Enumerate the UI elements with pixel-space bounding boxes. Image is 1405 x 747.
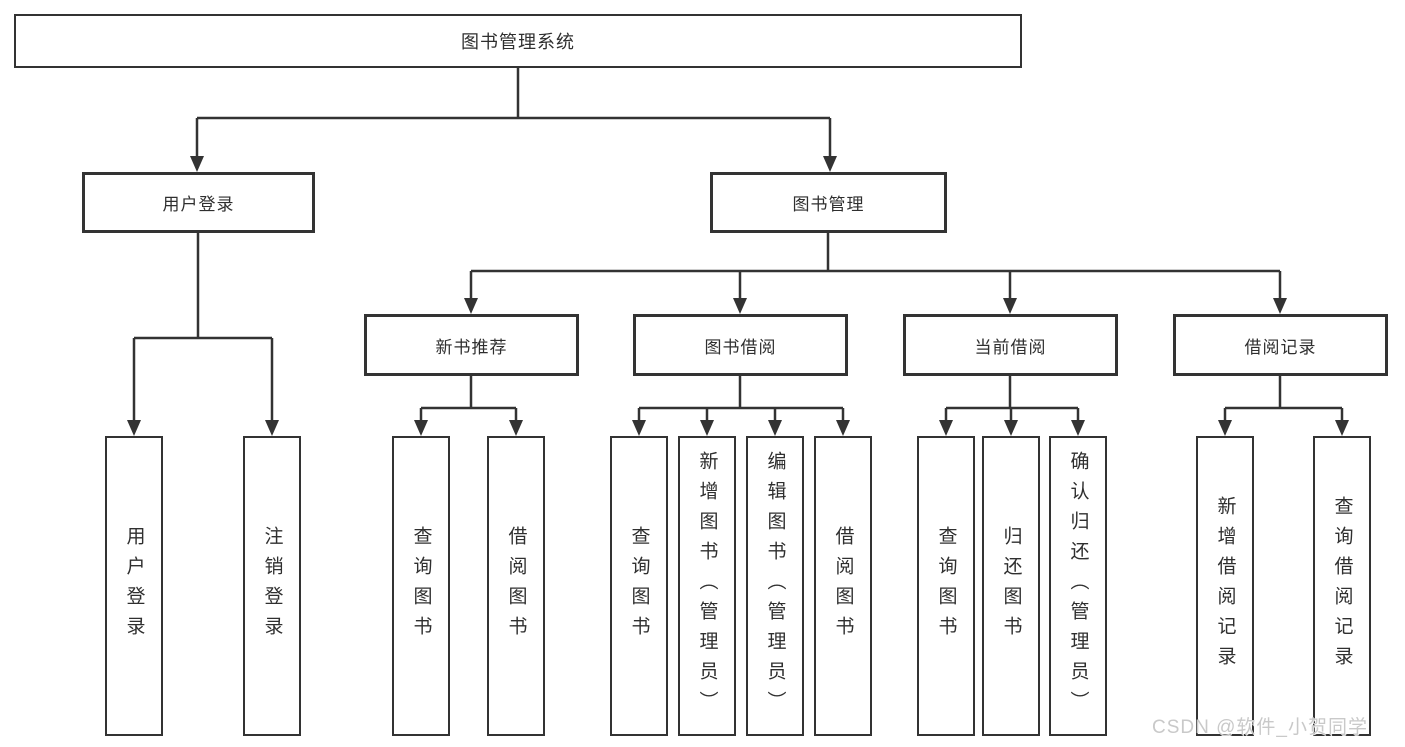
arrow-down-icon bbox=[768, 420, 782, 436]
arrow-down-icon bbox=[414, 420, 428, 436]
node-label: 借阅记录 bbox=[1244, 337, 1317, 357]
connector-root-split bbox=[195, 68, 832, 158]
node-label: 新增借阅记录 bbox=[1214, 496, 1236, 676]
arrowheads bbox=[127, 156, 1349, 436]
leaf-add-borrow-record: 新增借阅记录 bbox=[1196, 436, 1254, 736]
node-new-book-recommend: 新书推荐 bbox=[364, 314, 579, 376]
node-label: 当前借阅 bbox=[974, 337, 1047, 357]
leaf-edit-book-admin: 编辑图书（管理员） bbox=[746, 436, 804, 736]
leaf-borrow-books: 借阅图书 bbox=[814, 436, 872, 736]
connector-book-management-split bbox=[469, 233, 1282, 300]
node-borrow-records: 借阅记录 bbox=[1173, 314, 1388, 376]
node-label: 查询图书 bbox=[628, 526, 650, 646]
node-user-login: 用户登录 bbox=[82, 172, 315, 233]
node-label: 图书借阅 bbox=[704, 337, 777, 357]
arrow-down-icon bbox=[939, 420, 953, 436]
node-label: 用户登录 bbox=[162, 195, 235, 214]
node-label: 借阅图书 bbox=[505, 526, 527, 646]
leaf-user-login: 用户登录 bbox=[105, 436, 163, 736]
node-library-system: 图书管理系统 bbox=[14, 14, 1022, 68]
node-label: 新增图书（管理员） bbox=[696, 451, 718, 721]
arrow-down-icon bbox=[733, 298, 747, 314]
node-label: 图书管理 bbox=[792, 195, 865, 214]
node-label: 图书管理系统 bbox=[461, 32, 575, 52]
arrow-down-icon bbox=[823, 156, 837, 172]
leaf-query-borrow-record: 查询借阅记录 bbox=[1313, 436, 1371, 736]
leaf-borrow-books-recommend: 借阅图书 bbox=[487, 436, 545, 736]
arrow-down-icon bbox=[1071, 420, 1085, 436]
leaf-return-book: 归还图书 bbox=[982, 436, 1040, 736]
arrow-down-icon bbox=[127, 420, 141, 436]
arrow-down-icon bbox=[632, 420, 646, 436]
node-label: 查询图书 bbox=[935, 526, 957, 646]
node-label: 注销登录 bbox=[261, 526, 283, 646]
leaf-logout: 注销登录 bbox=[243, 436, 301, 736]
node-book-management: 图书管理 bbox=[710, 172, 947, 233]
node-label: 借阅图书 bbox=[832, 526, 854, 646]
connector-borrow-record-split bbox=[1223, 376, 1344, 422]
watermark: CSDN @软件_小贺同学 bbox=[1152, 717, 1368, 738]
connector-paths bbox=[132, 68, 1344, 422]
arrow-down-icon bbox=[190, 156, 204, 172]
arrow-down-icon bbox=[464, 298, 478, 314]
arrow-down-icon bbox=[1003, 298, 1017, 314]
arrow-down-icon bbox=[836, 420, 850, 436]
node-book-borrow: 图书借阅 bbox=[633, 314, 848, 376]
leaf-query-books-current: 查询图书 bbox=[917, 436, 975, 736]
leaf-query-books-borrow: 查询图书 bbox=[610, 436, 668, 736]
node-label: 查询图书 bbox=[410, 526, 432, 646]
leaf-confirm-return-admin: 确认归还（管理员） bbox=[1049, 436, 1107, 736]
node-label: 新书推荐 bbox=[435, 337, 508, 357]
node-label: 查询借阅记录 bbox=[1331, 496, 1353, 676]
arrow-down-icon bbox=[509, 420, 523, 436]
node-label: 编辑图书（管理员） bbox=[764, 451, 786, 721]
connector-book-borrow-split bbox=[637, 376, 845, 422]
node-current-borrow: 当前借阅 bbox=[903, 314, 1118, 376]
node-label: 归还图书 bbox=[1000, 526, 1022, 646]
node-label: 确认归还（管理员） bbox=[1067, 451, 1089, 721]
connector-new-book-split bbox=[419, 376, 518, 422]
connector-user-login-split bbox=[132, 233, 274, 422]
arrow-down-icon bbox=[1004, 420, 1018, 436]
arrow-down-icon bbox=[1273, 298, 1287, 314]
connector-current-borrow-split bbox=[944, 376, 1080, 422]
arrow-down-icon bbox=[1218, 420, 1232, 436]
arrow-down-icon bbox=[265, 420, 279, 436]
leaf-add-book-admin: 新增图书（管理员） bbox=[678, 436, 736, 736]
leaf-query-books-recommend: 查询图书 bbox=[392, 436, 450, 736]
arrow-down-icon bbox=[1335, 420, 1349, 436]
arrow-down-icon bbox=[700, 420, 714, 436]
node-label: 用户登录 bbox=[123, 526, 145, 646]
